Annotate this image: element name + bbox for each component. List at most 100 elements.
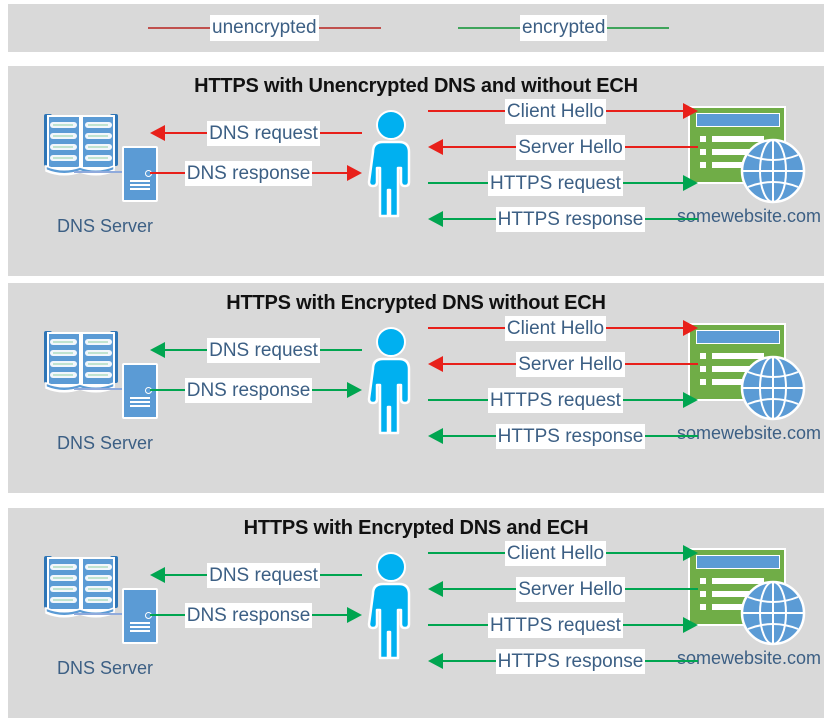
- person-head-icon: [376, 552, 406, 582]
- flow-https-request: HTTPS request: [428, 387, 698, 413]
- legend-item-encrypted: encrypted: [458, 4, 670, 52]
- server-slots-icon: [130, 397, 150, 409]
- flow-https-response: HTTPS response: [428, 648, 699, 674]
- arrow-right-icon: [683, 320, 698, 336]
- website-node: somewebsite.com: [677, 106, 821, 226]
- website-label: somewebsite.com: [676, 648, 822, 668]
- server-icon: [122, 363, 158, 419]
- dns-server-node: DNS Server: [30, 325, 190, 485]
- flow-dns-response: DNS response: [150, 160, 362, 186]
- panel-unencrypted-dns: HTTPS with Unencrypted DNS and without E…: [8, 66, 824, 276]
- flow-line: [622, 182, 683, 184]
- globe-icon: [740, 355, 806, 421]
- panel-encrypted-dns: HTTPS with Encrypted DNS without ECH DNS…: [8, 283, 824, 493]
- arrow-left-icon: [150, 342, 165, 358]
- flow-label: Client Hello: [504, 540, 607, 566]
- flow-line: [312, 172, 347, 174]
- flow-line: [622, 399, 683, 401]
- flow-line: [428, 624, 489, 626]
- arrow-left-icon: [428, 428, 443, 444]
- flow-label: DNS response: [184, 160, 313, 186]
- flow-line: [624, 363, 699, 365]
- flow-label: Client Hello: [504, 315, 607, 341]
- flow-label: DNS response: [184, 602, 313, 628]
- arrow-right-icon: [347, 382, 362, 398]
- flow-dns-request: DNS request: [150, 562, 362, 588]
- flow-line: [624, 588, 699, 590]
- line-segment-icon: [458, 27, 520, 29]
- flow-line: [428, 327, 505, 329]
- server-slots-icon: [130, 622, 150, 634]
- dns-server-label: DNS Server: [56, 433, 154, 453]
- dns-server-label: DNS Server: [56, 658, 154, 678]
- arrow-right-icon: [683, 175, 698, 191]
- flow-line: [319, 574, 362, 576]
- line-segment-icon: [318, 27, 381, 29]
- arrow-right-icon: [347, 607, 362, 623]
- panel-title: HTTPS with Unencrypted DNS and without E…: [194, 75, 638, 97]
- website-node: somewebsite.com: [677, 548, 821, 668]
- person-body-icon: [364, 582, 418, 660]
- browser-content-icon: [700, 353, 776, 392]
- flow-https-response: HTTPS response: [428, 206, 699, 232]
- flow-line: [443, 435, 496, 437]
- arrow-right-icon: [683, 103, 698, 119]
- book-icon: [42, 552, 120, 618]
- flow-label: HTTPS response: [495, 206, 646, 232]
- arrow-left-icon: [150, 567, 165, 583]
- flow-line: [645, 435, 699, 437]
- flow-line: [443, 146, 517, 148]
- flow-label: DNS request: [207, 120, 320, 146]
- arrow-left-icon: [428, 211, 443, 227]
- flow-https-request: HTTPS request: [428, 612, 698, 638]
- flow-client-hello: Client Hello: [428, 98, 698, 124]
- flow-label: Server Hello: [516, 576, 625, 602]
- arrow-right-icon: [683, 392, 698, 408]
- website-node: somewebsite.com: [677, 323, 821, 443]
- flow-line: [428, 110, 505, 112]
- person-head-icon: [376, 110, 406, 140]
- flow-line: [645, 218, 699, 220]
- browser-content-icon: [700, 578, 776, 617]
- flow-line: [319, 132, 362, 134]
- flow-line: [150, 389, 185, 391]
- user-node: [360, 327, 422, 435]
- server-slots-icon: [130, 180, 150, 192]
- user-node: [360, 110, 422, 218]
- user-node: [360, 552, 422, 660]
- flow-line: [443, 218, 496, 220]
- flow-line: [428, 399, 489, 401]
- flow-line: [428, 552, 505, 554]
- flow-dns-request: DNS request: [150, 337, 362, 363]
- flow-server-hello: Server Hello: [428, 134, 699, 160]
- panel-encrypted-dns-ech: HTTPS with Encrypted DNS and ECH DNS Ser…: [8, 508, 824, 718]
- flow-label: HTTPS request: [488, 612, 623, 638]
- flow-label: HTTPS request: [488, 387, 623, 413]
- arrow-right-icon: [683, 617, 698, 633]
- flow-dns-response: DNS response: [150, 602, 362, 628]
- website-label: somewebsite.com: [676, 206, 822, 226]
- flow-line: [443, 588, 517, 590]
- flow-line: [150, 172, 185, 174]
- flow-label: Client Hello: [504, 98, 607, 124]
- person-body-icon: [364, 140, 418, 218]
- browser-content-icon: [700, 136, 776, 175]
- flow-dns-response: DNS response: [150, 377, 362, 403]
- flow-line: [319, 349, 362, 351]
- flow-line: [606, 110, 683, 112]
- flow-line: [165, 132, 208, 134]
- flow-line: [312, 389, 347, 391]
- line-segment-icon: [607, 27, 670, 29]
- flow-line: [165, 574, 208, 576]
- flow-client-hello: Client Hello: [428, 315, 698, 341]
- arrow-left-icon: [428, 139, 443, 155]
- dns-link-line: [74, 388, 124, 390]
- website-label: somewebsite.com: [676, 423, 822, 443]
- panel-title: HTTPS with Encrypted DNS without ECH: [226, 292, 606, 314]
- arrow-right-icon: [683, 545, 698, 561]
- flow-line: [622, 624, 683, 626]
- flow-client-hello: Client Hello: [428, 540, 698, 566]
- browser-titlebar-icon: [696, 113, 780, 127]
- line-segment-icon: [148, 27, 210, 29]
